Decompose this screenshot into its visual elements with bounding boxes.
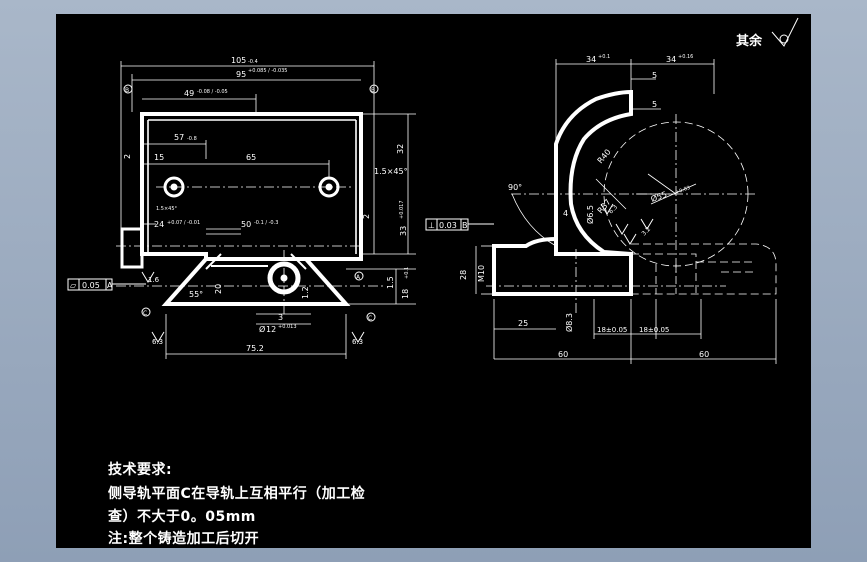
tech-req-title: 技术要求:	[108, 462, 173, 478]
side-arm	[554, 89, 633, 256]
dim-dia-55-tol: +0.03	[675, 185, 691, 196]
drawing-sheet: 其余	[56, 14, 811, 548]
datum-c-front-2: C	[368, 315, 372, 322]
dim-1-5-right: 1.5	[386, 276, 395, 289]
dim-5-mid: 5	[652, 100, 657, 109]
dim-50-tol: -0.1 / -0.3	[254, 220, 278, 226]
side-gdt-symbol: ⊥	[428, 221, 435, 230]
dim-34-left: 34	[586, 55, 596, 64]
dim-28: 28	[459, 270, 468, 280]
dim-1-2: 1.2	[301, 286, 310, 299]
finish-note-text: 其余	[736, 33, 763, 49]
side-gdt-value: 0.03	[439, 221, 457, 230]
dim-bore: 12	[266, 325, 276, 334]
dim-dia-6-5: Ø6.5	[585, 205, 595, 224]
dim-angle-55: 55°	[189, 290, 203, 299]
front-gdt-datum: A	[107, 281, 113, 290]
dim-24-tol: +0.07 / -0.01	[167, 220, 200, 226]
tech-req-line1: 侧导轨平面C在导轨上互相平行（加工检	[108, 486, 366, 502]
datum-b-front: B	[125, 87, 129, 94]
dim-4: 4	[563, 209, 568, 218]
dim-105-tol: -0.4	[248, 59, 258, 65]
datum-b-front-2: B	[371, 87, 375, 94]
dim-49-tol: -0.08 / -0.05	[197, 89, 228, 95]
dim-dia-8-3: Ø8.3	[564, 313, 574, 332]
dim-r40: R40	[596, 147, 613, 165]
tech-req-line3: 注:整个铸造加工后切开	[108, 531, 260, 547]
dim-5-top: 5	[652, 71, 657, 80]
front-gdt-symbol: ▱	[70, 281, 77, 290]
tech-req-line2: 查）不大于0。05mm	[108, 509, 256, 525]
finish-6-3-front: 6.3	[152, 338, 163, 346]
dim-49: 49	[184, 89, 194, 98]
front-dovetail-base	[161, 257, 351, 306]
dim-75-2: 75.2	[246, 344, 264, 353]
datum-a-front: A	[356, 274, 361, 281]
finish-6-3-side: 6.3	[607, 204, 619, 216]
dim-2-left: 2	[123, 154, 132, 159]
dim-18-a: 18±0.05	[597, 326, 627, 334]
dim-3: 3	[278, 313, 283, 322]
dim-95-tol: +0.085 / -0.035	[248, 68, 288, 74]
dim-25: 25	[518, 319, 528, 328]
dim-18: 18	[401, 289, 410, 299]
dim-33-tol: +0.017	[399, 200, 405, 219]
front-left-ear	[120, 227, 144, 269]
dim-57-tol: -0.8	[187, 136, 197, 142]
side-gdt-frame	[425, 218, 494, 231]
finish-3-2-side: 3.2	[640, 226, 652, 238]
side-view	[425, 59, 777, 364]
dim-dia-55: Ø55	[649, 189, 668, 204]
dim-57: 57	[174, 133, 184, 142]
dim-hole-note: 1.5×45°	[156, 206, 178, 212]
dim-18-b: 18±0.05	[639, 326, 669, 334]
surface-finish-symbol	[771, 17, 799, 47]
dim-bore-prefix: Ø	[259, 324, 265, 334]
dim-33: 33	[399, 226, 408, 236]
dim-34-left-tol: +0.1	[598, 54, 610, 60]
dim-105: 105	[231, 56, 246, 65]
dim-24: 24	[154, 220, 164, 229]
finish-1-6: 1.6	[148, 276, 160, 284]
finish-6-3-front-2: 6.3	[352, 338, 363, 346]
dim-34-right-tol: +0.16	[678, 54, 693, 60]
cad-drawing: 其余	[67, 17, 799, 364]
dim-2-right: 2	[362, 214, 371, 219]
dim-chamfer: 1.5×45°	[374, 167, 408, 176]
dim-95: 95	[236, 70, 246, 79]
dim-32: 32	[396, 144, 405, 154]
dim-20: 20	[214, 284, 223, 294]
dim-bore-tol: +0.013	[278, 324, 297, 330]
dim-m10: M10	[477, 265, 486, 282]
dim-50: 50	[241, 220, 251, 229]
front-view	[67, 61, 416, 359]
side-gdt-datum: B	[462, 221, 468, 230]
front-gdt-value: 0.05	[82, 281, 100, 290]
dim-60-left: 60	[558, 350, 568, 359]
datum-c-front: C	[143, 310, 147, 317]
dim-18-tol: +0.1	[404, 267, 410, 279]
dim-65: 65	[246, 153, 256, 162]
front-gdt-frame	[67, 278, 146, 291]
dim-angle-90: 90°	[508, 183, 522, 192]
side-base	[492, 236, 633, 296]
dim-60-right: 60	[699, 350, 709, 359]
dim-34-right: 34	[666, 55, 676, 64]
dim-15: 15	[154, 153, 164, 162]
